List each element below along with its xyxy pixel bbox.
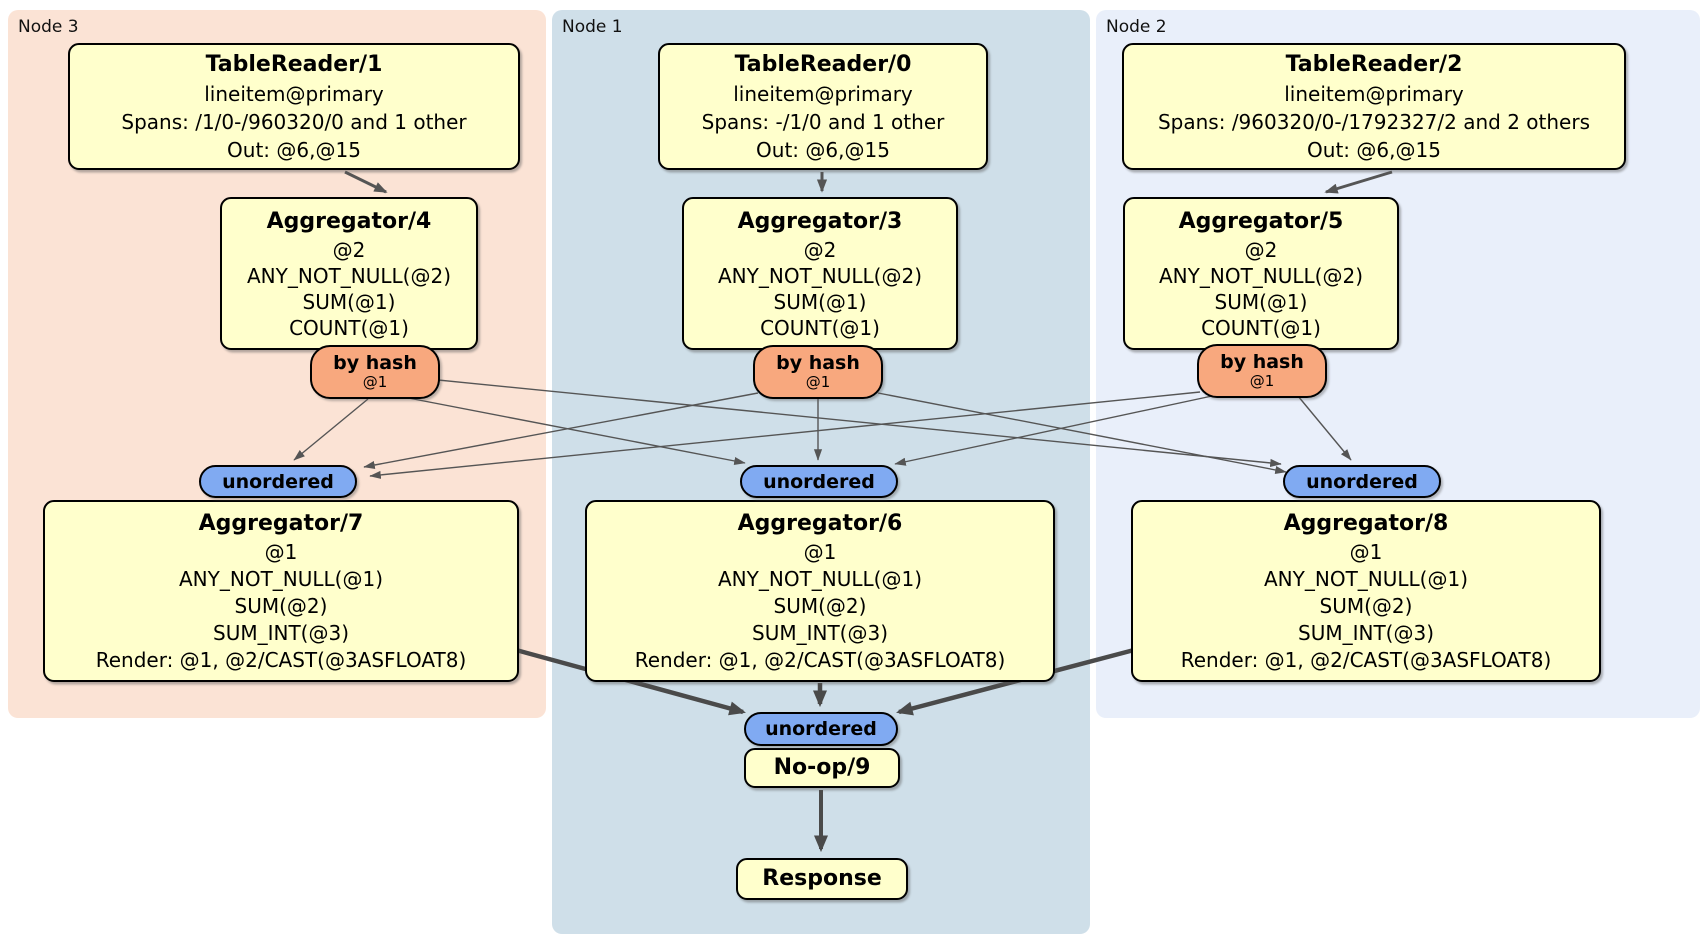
router-by-hash-node2: by hash @1	[1197, 344, 1327, 398]
processor-detail: SUM(@2)	[1319, 593, 1413, 618]
processor-detail: SUM(@1)	[1214, 289, 1308, 314]
router-label: unordered	[763, 470, 875, 493]
processor-detail: ANY_NOT_NULL(@1)	[1264, 566, 1468, 591]
router-by-hash-node3: by hash @1	[310, 345, 440, 399]
region-label: Node 3	[18, 17, 79, 37]
processor-detail: Render: @1, @2/CAST(@3ASFLOAT8)	[634, 647, 1006, 672]
processor-noop-9: No-op/9	[744, 748, 900, 788]
processor-detail: @1	[1349, 539, 1383, 564]
processor-detail: @1	[264, 539, 298, 564]
processor-title: Aggregator/4	[266, 208, 432, 234]
response-box: Response	[736, 858, 908, 900]
router-label: unordered	[765, 718, 877, 740]
processor-detail: @1	[803, 539, 837, 564]
processor-aggregator-8: Aggregator/8 @1 ANY_NOT_NULL(@1) SUM(@2)…	[1131, 500, 1601, 682]
processor-detail: ANY_NOT_NULL(@2)	[247, 263, 451, 288]
stream-merge-unordered-node2: unordered	[1283, 465, 1441, 498]
stream-merge-unordered-node3: unordered	[199, 465, 357, 498]
router-label: by hash	[1220, 351, 1304, 373]
router-by-hash-node1: by hash @1	[753, 345, 883, 399]
processor-tablereader-2: TableReader/2 lineitem@primary Spans: /9…	[1122, 43, 1626, 170]
router-detail: @1	[362, 373, 388, 391]
router-label: unordered	[222, 470, 334, 493]
processor-title: TableReader/1	[205, 51, 383, 77]
processor-detail: lineitem@primary	[1284, 81, 1464, 106]
processor-detail: ANY_NOT_NULL(@2)	[1159, 263, 1363, 288]
processor-detail: SUM_INT(@3)	[752, 620, 888, 645]
processor-detail: Out: @6,@15	[756, 137, 890, 162]
router-label: unordered	[1306, 470, 1418, 493]
region-label: Node 1	[562, 17, 623, 37]
processor-title: Aggregator/6	[737, 510, 903, 536]
processor-aggregator-3: Aggregator/3 @2 ANY_NOT_NULL(@2) SUM(@1)…	[682, 197, 958, 350]
processor-aggregator-4: Aggregator/4 @2 ANY_NOT_NULL(@2) SUM(@1)…	[220, 197, 478, 350]
processor-detail: SUM_INT(@3)	[1298, 620, 1434, 645]
stream-merge-unordered-final: unordered	[744, 712, 898, 746]
processor-detail: lineitem@primary	[204, 81, 384, 106]
processor-detail: Render: @1, @2/CAST(@3ASFLOAT8)	[1180, 647, 1552, 672]
processor-tablereader-0: TableReader/0 lineitem@primary Spans: -/…	[658, 43, 988, 170]
processor-aggregator-7: Aggregator/7 @1 ANY_NOT_NULL(@1) SUM(@2)…	[43, 500, 519, 682]
processor-detail: SUM(@2)	[773, 593, 867, 618]
processor-title: Aggregator/8	[1283, 510, 1449, 536]
processor-detail: ANY_NOT_NULL(@1)	[179, 566, 383, 591]
processor-detail: @2	[332, 237, 366, 262]
processor-detail: ANY_NOT_NULL(@2)	[718, 263, 922, 288]
processor-detail: Out: @6,@15	[227, 137, 361, 162]
processor-title: No-op/9	[773, 755, 871, 780]
processor-detail: Spans: -/1/0 and 1 other	[701, 109, 945, 134]
processor-detail: COUNT(@1)	[1201, 315, 1321, 340]
processor-title: TableReader/2	[1285, 51, 1463, 77]
processor-detail: SUM_INT(@3)	[213, 620, 349, 645]
processor-detail: COUNT(@1)	[289, 315, 409, 340]
processor-detail: @2	[803, 237, 837, 262]
processor-detail: Render: @1, @2/CAST(@3ASFLOAT8)	[95, 647, 467, 672]
processor-detail: Spans: /960320/0-/1792327/2 and 2 others	[1157, 109, 1590, 134]
processor-tablereader-1: TableReader/1 lineitem@primary Spans: /1…	[68, 43, 520, 170]
processor-detail: SUM(@1)	[302, 289, 396, 314]
processor-aggregator-6: Aggregator/6 @1 ANY_NOT_NULL(@1) SUM(@2)…	[585, 500, 1055, 682]
processor-detail: Out: @6,@15	[1307, 137, 1441, 162]
processor-title: TableReader/0	[734, 51, 912, 77]
processor-detail: Spans: /1/0-/960320/0 and 1 other	[121, 109, 467, 134]
router-label: by hash	[333, 352, 417, 374]
stream-merge-unordered-node1: unordered	[740, 465, 898, 498]
processor-title: Response	[762, 866, 882, 891]
processor-title: Aggregator/7	[198, 510, 364, 536]
router-detail: @1	[1249, 372, 1275, 390]
processor-detail: lineitem@primary	[733, 81, 913, 106]
processor-title: Aggregator/3	[737, 208, 903, 234]
processor-aggregator-5: Aggregator/5 @2 ANY_NOT_NULL(@2) SUM(@1)…	[1123, 197, 1399, 350]
processor-detail: SUM(@2)	[234, 593, 328, 618]
processor-detail: COUNT(@1)	[760, 315, 880, 340]
processor-title: Aggregator/5	[1178, 208, 1344, 234]
router-detail: @1	[805, 373, 831, 391]
processor-detail: ANY_NOT_NULL(@1)	[718, 566, 922, 591]
processor-detail: @2	[1244, 237, 1278, 262]
router-label: by hash	[776, 352, 860, 374]
processor-detail: SUM(@1)	[773, 289, 867, 314]
region-label: Node 2	[1106, 17, 1167, 37]
